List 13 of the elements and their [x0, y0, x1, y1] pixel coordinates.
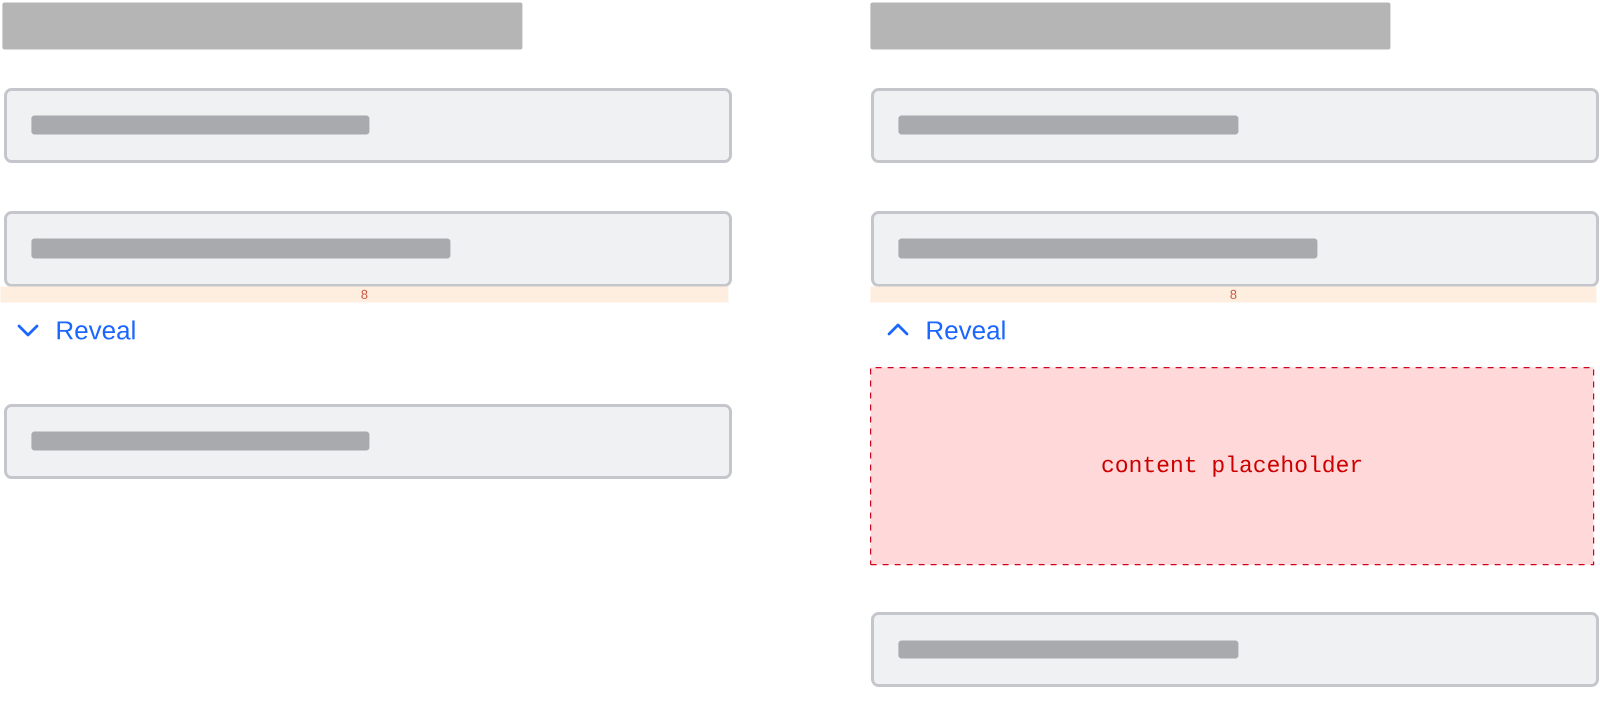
skeleton-bar — [898, 115, 1239, 135]
skeleton-bar — [2, 2, 523, 50]
spacing-band: 8 — [0, 286, 729, 303]
skeleton-bar — [870, 2, 1391, 50]
skeleton-bar — [31, 238, 451, 259]
skeleton-bar — [31, 115, 370, 135]
reveal-toggle: Reveal — [927, 320, 1005, 340]
skeleton-bar — [898, 238, 1318, 259]
skeleton-bar — [898, 640, 1239, 659]
spacing-band: 8 — [870, 286, 1597, 303]
reveal-toggle: Reveal — [57, 320, 135, 340]
skeleton-bar — [31, 431, 370, 451]
content-placeholder-box: content placeholder — [870, 367, 1595, 566]
